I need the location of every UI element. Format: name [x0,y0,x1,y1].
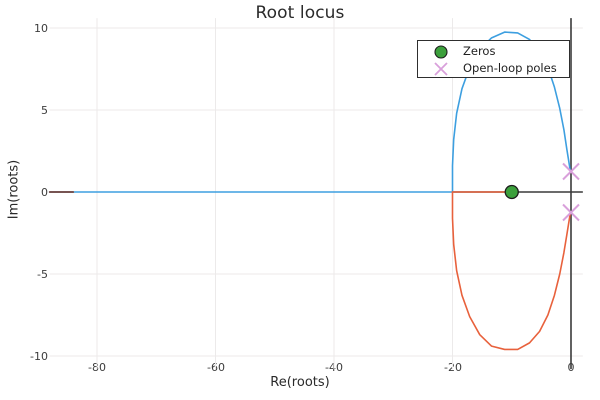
pole-zero-markers [504,162,580,222]
poles-marker-icon [434,62,448,76]
locus-branch [451,191,572,351]
legend-item-zeros: Zeros [418,42,571,61]
y-tick-label: -5 [37,268,48,281]
legend-label-poles: Open-loop poles [463,61,557,75]
legend-label-zeros: Zeros [463,44,496,58]
zeros-marker-icon [434,45,448,59]
legend-item-poles: Open-loop poles [418,59,571,78]
y-tick-label: 10 [34,22,48,35]
x-axis-label: Re(roots) [270,375,330,390]
y-tick-label: -10 [30,350,48,363]
y-tick-label: 0 [41,186,48,199]
zero-marker [504,184,519,200]
locus-curves [48,31,572,351]
y-tick-label: 5 [41,104,48,117]
legend: Zeros Open-loop poles [417,40,570,78]
pole-marker [562,162,580,181]
page-title: Root locus [255,3,345,23]
pole-marker [562,203,580,222]
